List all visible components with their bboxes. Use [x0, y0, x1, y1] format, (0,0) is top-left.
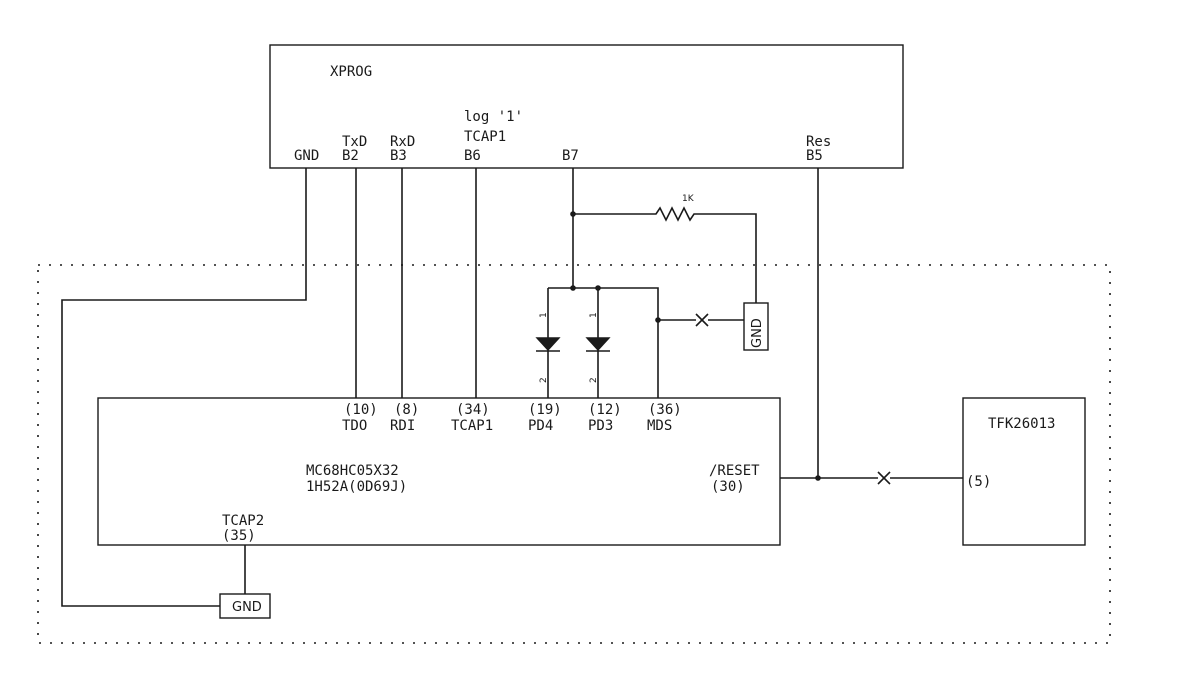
xprog-res-label: Res: [806, 134, 831, 150]
mcu-reset-name: /RESET: [709, 463, 760, 479]
mcu-pin-name: TDO: [342, 418, 367, 434]
board-outline: [37, 264, 1111, 644]
diode-2-pin1: 1: [589, 312, 599, 318]
mcu-pin-num: (36): [648, 402, 682, 418]
diode-1-pin2: 2: [539, 377, 549, 383]
mcu-mask-code: 1H52A(0D69J): [306, 479, 407, 495]
mcu-pin-num: (12): [588, 402, 622, 418]
xprog-title: XPROG: [330, 64, 372, 80]
mcu-pin-name: PD3: [588, 418, 613, 434]
gnd-box-bottom: [219, 593, 271, 619]
diode-1-icon: [535, 337, 561, 352]
mcu-pin-name: RDI: [390, 418, 415, 434]
cut-mark-icon: [695, 313, 709, 327]
mcu-pin-name: PD4: [528, 418, 553, 434]
xprog-txd-label: TxD: [342, 134, 367, 150]
xprog-gnd-label: GND: [294, 148, 319, 164]
resistor-label: 1K: [682, 194, 695, 204]
mcu-part-number: MC68HC05X32: [306, 463, 399, 479]
diode-bus: [548, 287, 659, 398]
gnd-box-bottom-label: GND: [232, 600, 262, 615]
junction-dot: [570, 285, 576, 291]
xprog-b7-label: B7: [562, 148, 579, 164]
mcu-tcap2-num: (35): [222, 528, 256, 544]
mcu-pin-num: (10): [344, 402, 378, 418]
diode-1-pin1: 1: [539, 312, 549, 318]
tfk-title: TFK26013: [988, 416, 1055, 432]
xprog-b6-label: B6: [464, 148, 481, 164]
xprog-box: [269, 44, 904, 169]
mcu-pin-num: (8): [394, 402, 419, 418]
xprog-tcap1-label: TCAP1: [464, 129, 506, 145]
xprog-b5-label: B5: [806, 148, 823, 164]
resistor-wire: [573, 206, 757, 303]
mcu-pin-num: (34): [456, 402, 490, 418]
xprog-b2-label: B2: [342, 148, 359, 164]
xprog-log1-note: log '1': [464, 109, 523, 125]
xprog-b3-label: B3: [390, 148, 407, 164]
xprog-rxd-label: RxD: [390, 134, 415, 150]
mcu-box: [97, 397, 781, 546]
mcu-pin-num: (19): [528, 402, 562, 418]
mcu-tcap2-name: TCAP2: [222, 513, 264, 529]
tfk-pin: (5): [966, 474, 991, 490]
diode-2-icon: [585, 337, 611, 352]
mcu-pin-name: TCAP1: [451, 418, 493, 434]
gnd-wire: [61, 168, 307, 607]
mcu-reset-num: (30): [711, 479, 745, 495]
mcu-pin-name: MDS: [647, 418, 672, 434]
tfk-box: [962, 397, 1086, 546]
cut-mark-icon: [877, 471, 891, 485]
gnd-box-right: [743, 302, 769, 351]
diode-2-pin2: 2: [589, 377, 599, 383]
gnd-box-right-label: GND: [750, 318, 765, 348]
